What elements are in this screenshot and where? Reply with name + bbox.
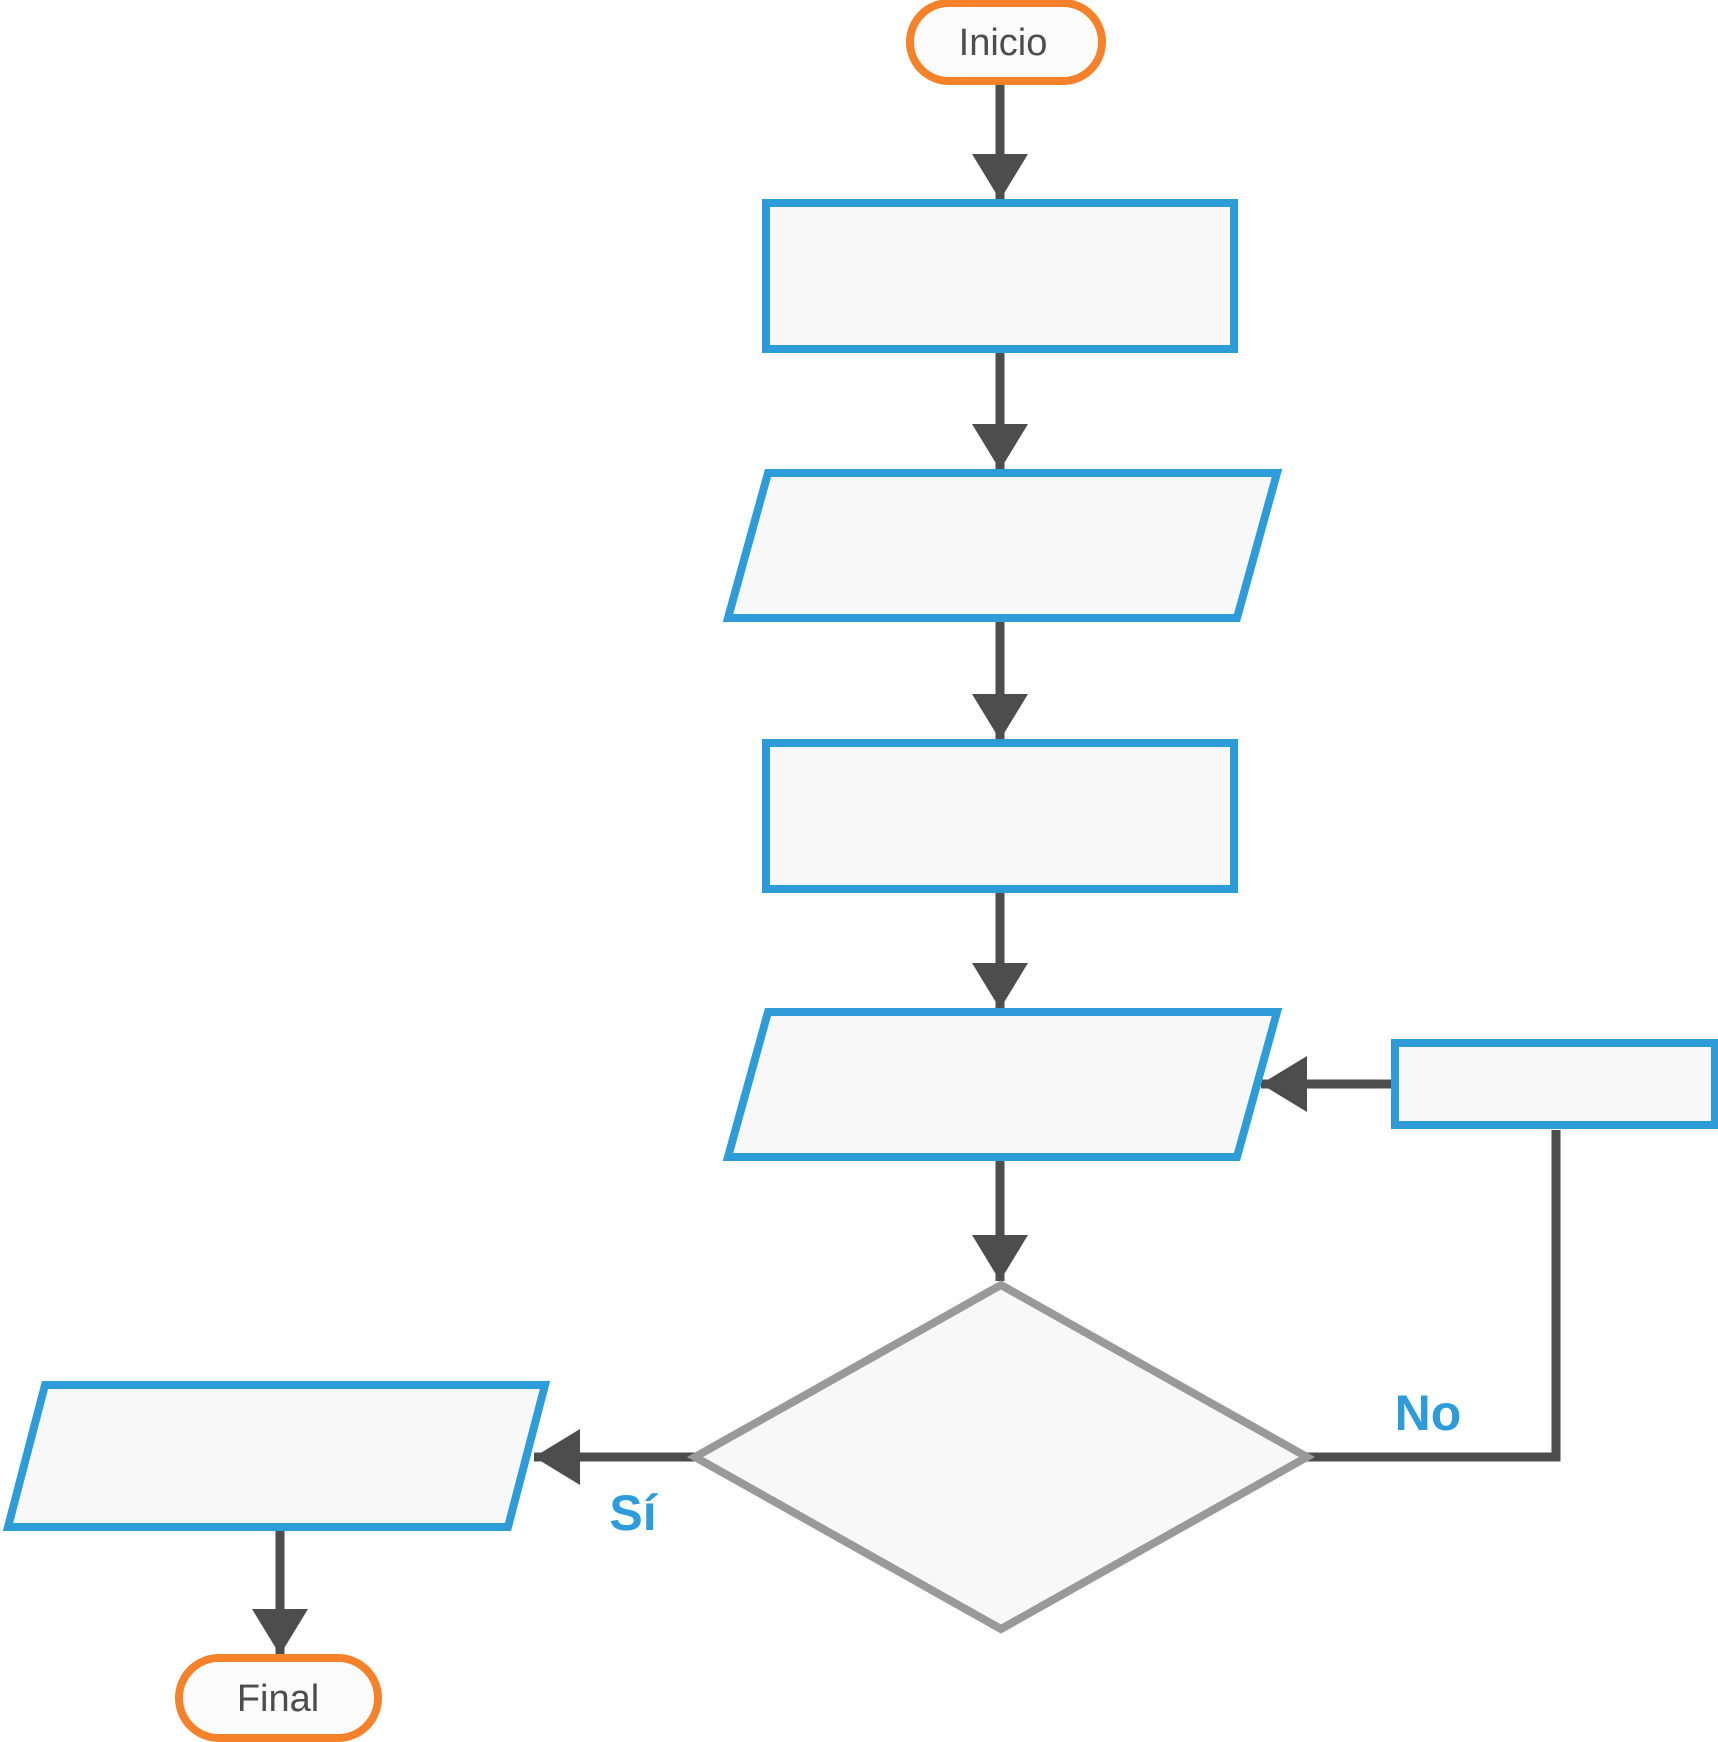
node-loop-return-process [1391, 1039, 1718, 1129]
branch-no-label: No [1395, 1385, 1462, 1441]
start-label: Inicio [959, 22, 1048, 64]
branch-yes-label: Sí [609, 1485, 658, 1541]
node-data-io-1 [722, 469, 1283, 622]
connectors [252, 81, 1561, 1655]
node-end-terminator [175, 1654, 382, 1742]
labels: Inicio Final No Sí [237, 22, 1462, 1720]
end-label: Final [237, 1678, 319, 1720]
node-start-terminator [906, 0, 1106, 85]
edge-decision-no-to-loop [1307, 1130, 1561, 1462]
node-data-output [2, 1381, 551, 1531]
node-process-2 [762, 739, 1238, 893]
node-process-1 [762, 199, 1238, 353]
node-data-io-2 [722, 1008, 1283, 1161]
node-decision-1 [686, 1280, 1316, 1634]
